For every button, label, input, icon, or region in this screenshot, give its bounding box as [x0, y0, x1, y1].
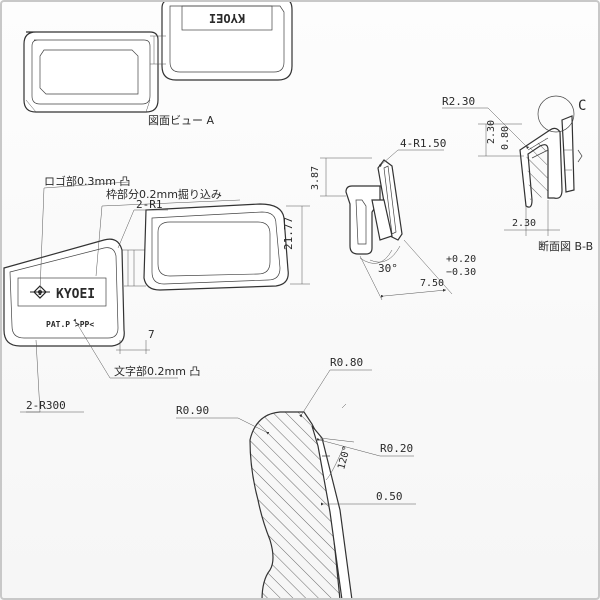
- side-clip-left: [345, 185, 381, 255]
- section-title: 断面図 B-B: [538, 239, 593, 253]
- logo-frame: [17, 277, 107, 307]
- main-hinge: [122, 249, 146, 287]
- text-raise-note: 文字部0.2mm 凸: [114, 364, 200, 378]
- r020-note: R0.20: [380, 442, 413, 455]
- r150-note: 4-R1.50: [400, 137, 446, 150]
- tol-plus: +0.20: [446, 254, 476, 265]
- main-annotations: ロゴ部0.3mm 凸 枠部分0.2mm掘り込み 2-R1 文字部0.2mm 凸 …: [20, 174, 310, 413]
- view-a-logo-text: KYOEI: [209, 11, 245, 25]
- r230-note: R2.30: [442, 95, 475, 108]
- dim-7: 7: [148, 328, 155, 341]
- main-part: KYOEI PAT.P >PP<: [3, 203, 289, 347]
- r300-note: 2-R300: [26, 399, 66, 412]
- main-right-plate: [143, 203, 289, 291]
- view-a-hinge: [150, 35, 166, 65]
- pat-text: PAT.P >PP<: [46, 320, 94, 329]
- dim-0-50: 0.50: [376, 490, 403, 503]
- side-view: 3.87 4-R1.50 30° 7.50 +0.20 −0.30: [310, 137, 476, 301]
- main-right-pocket: [157, 221, 271, 277]
- logo-depth-note: ロゴ部0.3mm 凸: [44, 174, 130, 188]
- section-view: C R2.30 2.30 0.80 2.30 断面図 B-B: [442, 95, 593, 253]
- left-plate-pocket: [39, 49, 139, 95]
- left-plate-inner: [31, 39, 151, 105]
- callout-c: C: [578, 98, 586, 114]
- right-plate-logo-box: [181, 5, 273, 31]
- frame-cut-note: 枠部分0.2mm掘り込み: [106, 187, 222, 201]
- angle-30: 30°: [378, 262, 398, 275]
- angle-120: 120°: [336, 445, 353, 471]
- dim-2-30-h: 2.30: [512, 218, 536, 229]
- dim-7-50: 7.50: [420, 278, 444, 289]
- view-a-title: 図面ビュー A: [148, 114, 214, 127]
- r1-note: 2-R1: [136, 198, 163, 211]
- r080-note: R0.80: [330, 356, 363, 369]
- right-plate-inner: [169, 5, 285, 73]
- detail-c-view: R0.80 R0.90 R0.20 120° 0.50: [176, 356, 416, 600]
- dim-2-30-v: 2.30: [486, 120, 497, 144]
- r090-note: R0.90: [176, 404, 209, 417]
- dim-21-77: 21.77: [282, 217, 295, 250]
- detail-c-circle: [537, 95, 575, 133]
- dim-0-80: 0.80: [500, 126, 511, 150]
- detail-c-section: [249, 411, 341, 600]
- detail-c-lip: [311, 425, 353, 600]
- logo-text: KYOEI: [56, 287, 95, 302]
- view-a-part: KYOEI: [23, 0, 293, 113]
- right-plate-outline: [160, 0, 293, 81]
- dim-3-87: 3.87: [310, 166, 321, 190]
- tol-minus: −0.30: [446, 267, 476, 278]
